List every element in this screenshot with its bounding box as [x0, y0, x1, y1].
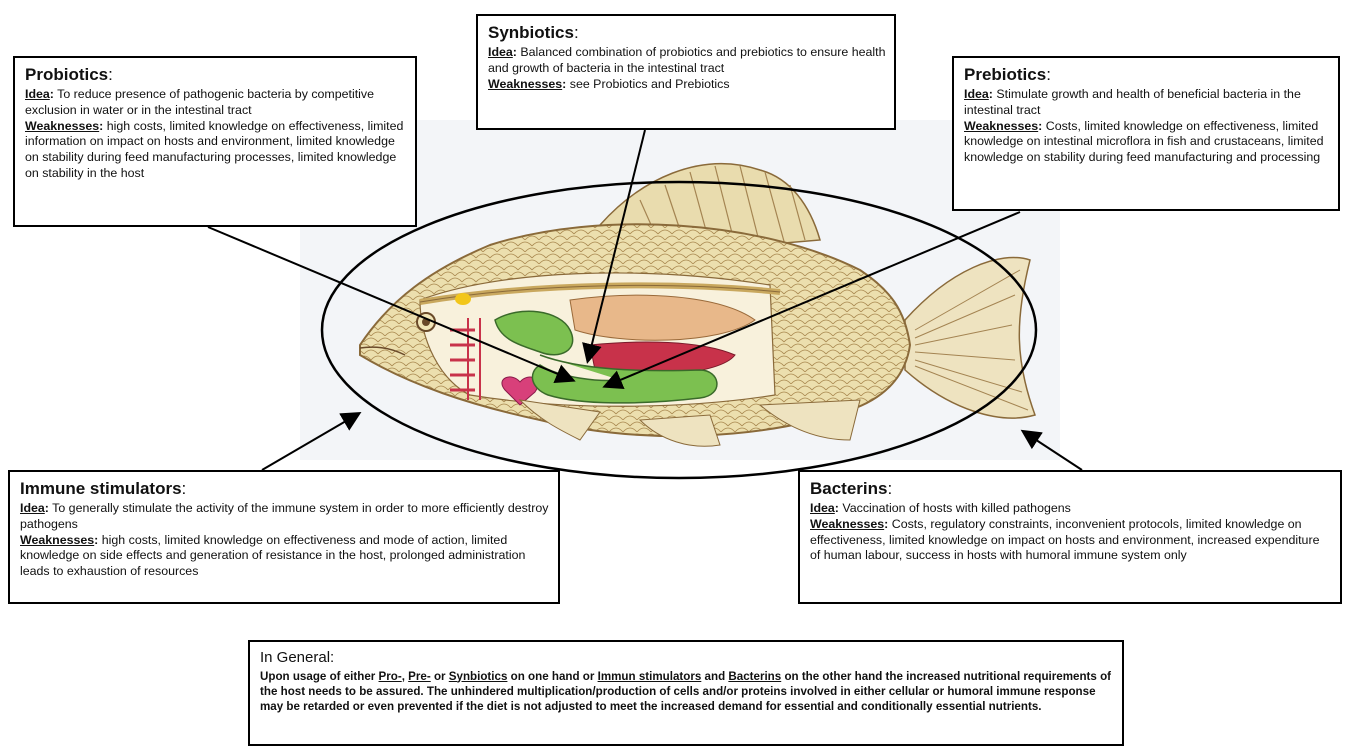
general-text-4: on one hand or — [507, 670, 597, 683]
in-general-box: In General: Upon usage of either Pro-, P… — [248, 640, 1124, 746]
immune-weaknesses-label: Weaknesses — [20, 533, 94, 547]
brain — [455, 293, 471, 305]
general-text-1: Upon usage of either — [260, 670, 379, 683]
general-text-5: and — [701, 670, 728, 683]
synbiotics-box: Synbiotics: Idea: Balanced combination o… — [476, 14, 896, 130]
general-text-3: or — [431, 670, 449, 683]
general-link-immun: Immun stimulators — [598, 670, 702, 683]
synbiotics-idea-label: Idea — [488, 45, 513, 59]
general-title: In General: — [260, 648, 1112, 668]
immune-idea-text: To generally stimulate the activity of t… — [20, 501, 548, 531]
general-link-pre: Pre- — [408, 670, 431, 683]
synbiotics-title: Synbiotics: — [488, 22, 886, 44]
synbiotics-weaknesses-label: Weaknesses — [488, 77, 562, 91]
probiotics-weaknesses-label: Weaknesses — [25, 119, 99, 133]
general-link-pro: Pro- — [379, 670, 402, 683]
immune-idea-label: Idea — [20, 501, 45, 515]
prebiotics-weaknesses-label: Weaknesses — [964, 119, 1038, 133]
immune-stimulators-box: Immune stimulators: Idea: To generally s… — [8, 470, 560, 604]
bacterins-title: Bacterins: — [810, 478, 1332, 500]
bacterins-idea-text: Vaccination of hosts with killed pathoge… — [842, 501, 1070, 515]
probiotics-idea-label: Idea — [25, 87, 50, 101]
probiotics-box: Probiotics: Idea: To reduce presence of … — [13, 56, 417, 227]
prebiotics-box: Prebiotics: Idea: Stimulate growth and h… — [952, 56, 1340, 211]
bacterins-box: Bacterins: Idea: Vaccination of hosts wi… — [798, 470, 1342, 604]
immune-title: Immune stimulators: — [20, 478, 550, 500]
bacterins-weaknesses-label: Weaknesses — [810, 517, 884, 531]
general-link-bacterins: Bacterins — [728, 670, 781, 683]
probiotics-title: Probiotics: — [25, 64, 407, 86]
synbiotics-weaknesses-text: see Probiotics and Prebiotics — [570, 77, 730, 91]
probiotics-idea-text: To reduce presence of pathogenic bacteri… — [25, 87, 374, 117]
prebiotics-idea-text: Stimulate growth and health of beneficia… — [964, 87, 1301, 117]
prebiotics-idea-label: Idea — [964, 87, 989, 101]
prebiotics-title: Prebiotics: — [964, 64, 1330, 86]
general-link-synbiotics: Synbiotics — [449, 670, 508, 683]
bacterins-idea-label: Idea — [810, 501, 835, 515]
synbiotics-idea-text: Balanced combination of probiotics and p… — [488, 45, 885, 75]
